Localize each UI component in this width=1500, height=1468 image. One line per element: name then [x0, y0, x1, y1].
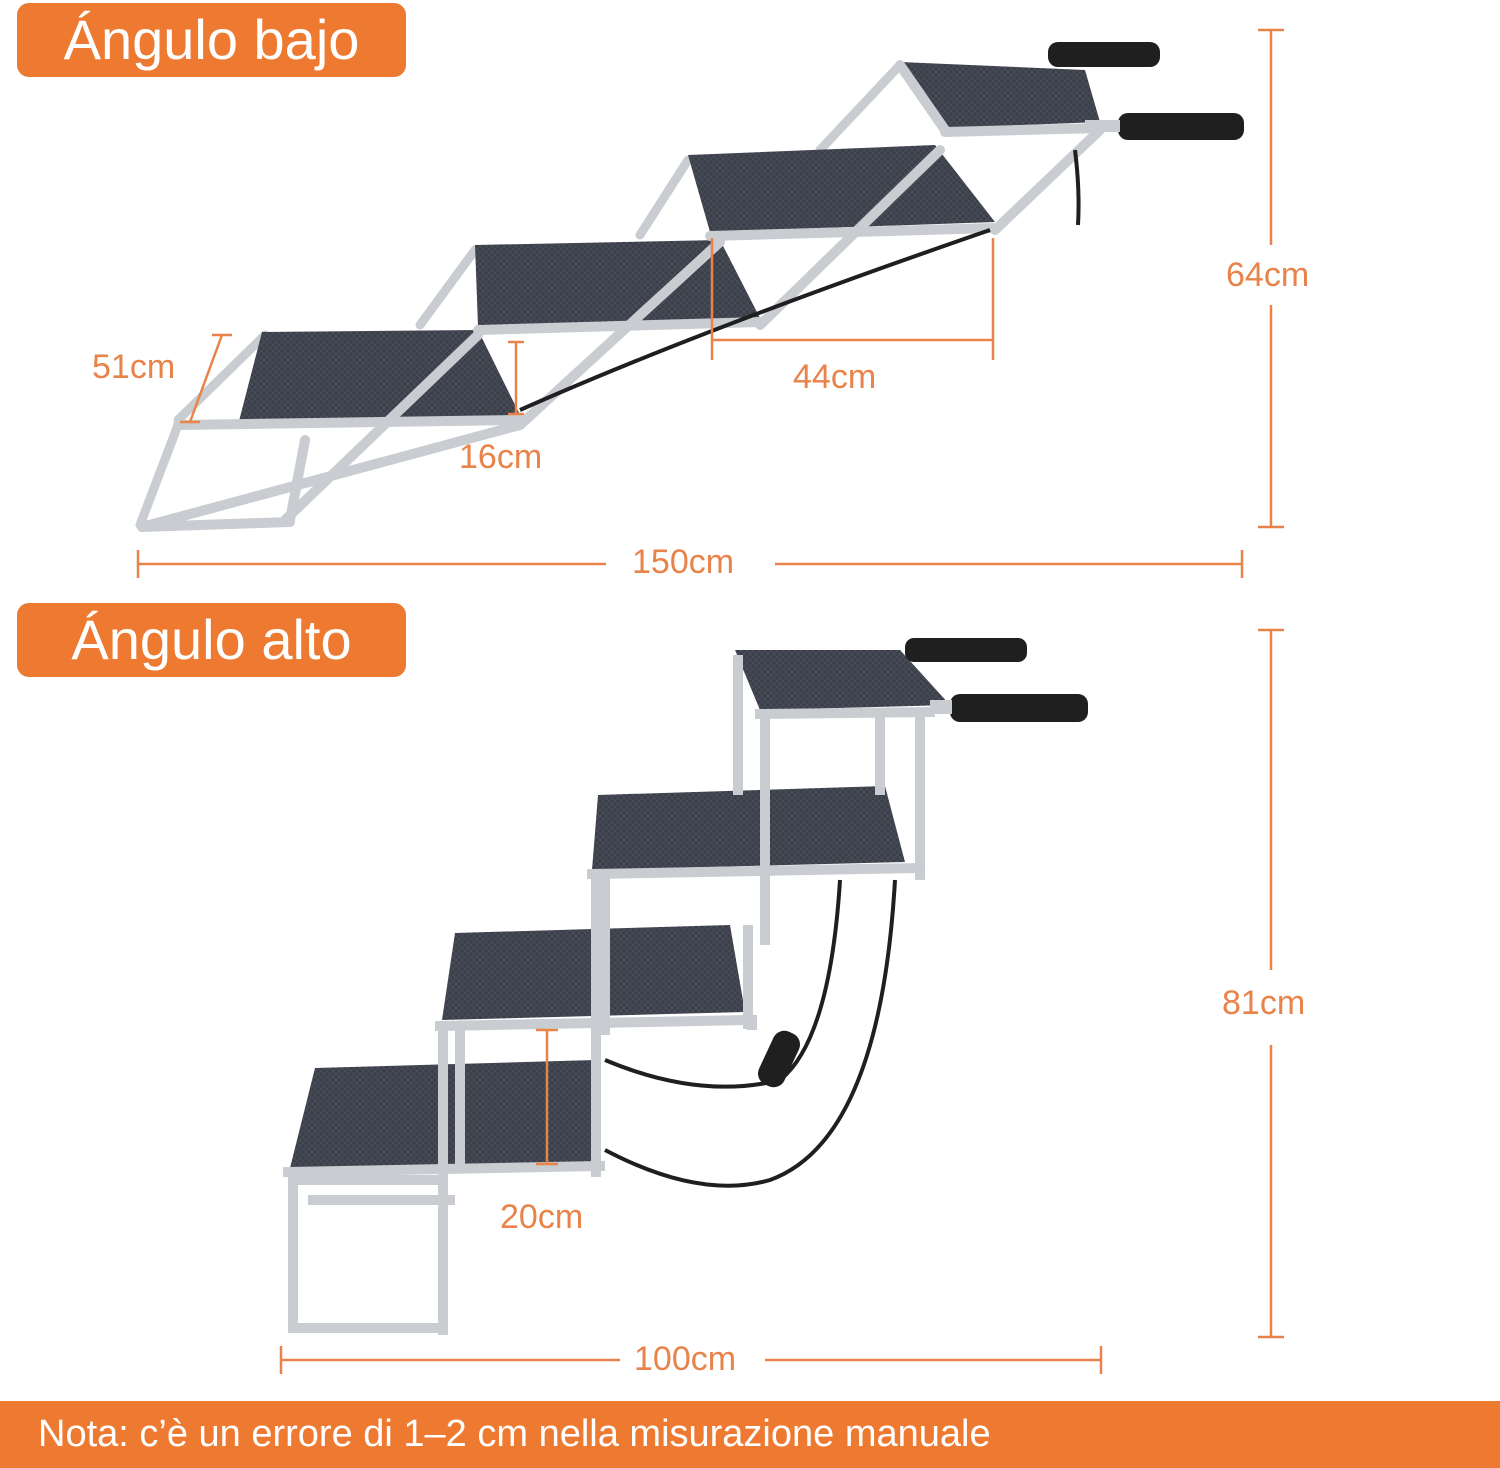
low-step-height-label: 16cm [459, 438, 543, 476]
low-angle-ramp [135, 42, 1244, 532]
low-width-label: 51cm [92, 348, 176, 386]
low-dimension-lines [136, 28, 1284, 578]
low-tread-1 [238, 330, 520, 425]
low-handle-top [1048, 42, 1160, 67]
low-height-label: 64cm [1226, 256, 1310, 294]
high-handle-top [905, 638, 1027, 662]
high-length-label: 100cm [634, 1340, 737, 1378]
high-dimension-lines [279, 628, 1284, 1374]
high-height-label: 81cm [1222, 984, 1306, 1022]
low-handle-bottom [1118, 113, 1244, 140]
high-handle-bottom [950, 694, 1088, 722]
low-tread-4 [900, 62, 1100, 128]
high-tread-4 [735, 650, 950, 710]
measurement-note: Nota: c’è un errore di 1–2 cm nella misu… [0, 1401, 1500, 1468]
high-angle-ramp [282, 638, 1088, 1335]
high-step-height-label: 20cm [500, 1198, 584, 1236]
low-length-label: 150cm [632, 543, 735, 581]
high-tread-3 [592, 786, 905, 870]
low-tread-2 [475, 240, 760, 326]
low-angle-title: Ángulo bajo [17, 3, 406, 77]
low-step-depth-label: 44cm [793, 358, 877, 396]
high-angle-title: Ángulo alto [17, 603, 406, 677]
low-tread-3 [688, 145, 995, 232]
